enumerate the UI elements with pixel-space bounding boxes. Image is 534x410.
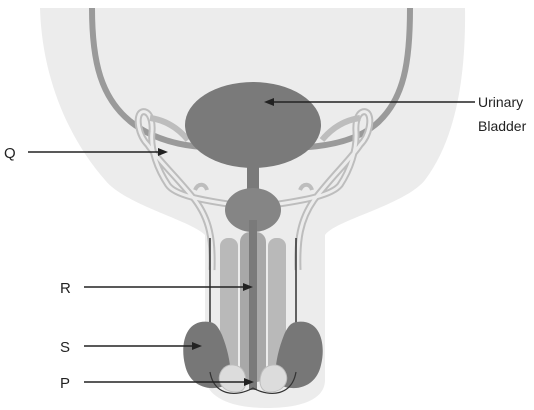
urinary-bladder [185, 82, 321, 168]
label-p: P [60, 375, 70, 392]
epididymis-left [219, 365, 246, 392]
label-s: S [60, 339, 70, 356]
label-bladder: Bladder [478, 118, 527, 134]
epididymis-right [260, 365, 287, 392]
penile-urethra [249, 220, 257, 390]
label-q: Q [4, 145, 16, 162]
label-urinary: Urinary [478, 94, 523, 110]
label-r: R [60, 280, 71, 297]
